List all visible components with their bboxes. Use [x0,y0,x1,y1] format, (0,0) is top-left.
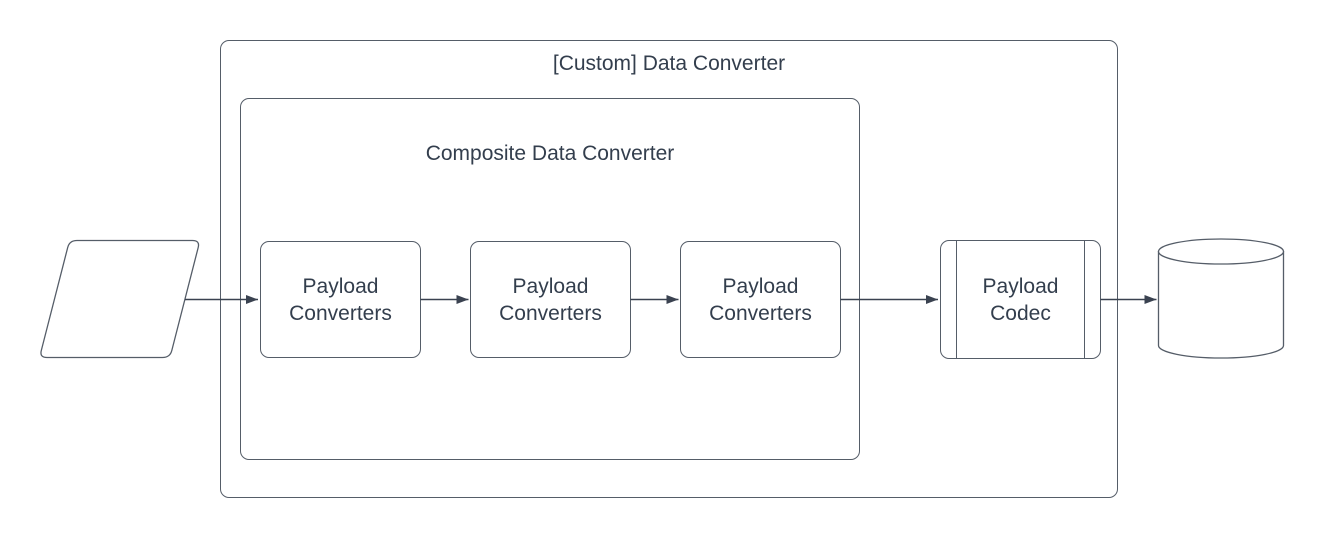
payload-converters-box-1: Payload Converters [260,241,421,358]
composite-data-converter-label: Composite Data Converter [425,142,675,165]
cluster-storage-label: Cluster Storage [1184,279,1258,329]
payload-codec-box: Payload Codec [940,240,1101,359]
payload-converters-label-2: Payload Converters [499,274,602,325]
payload-converters-box-2: Payload Converters [470,241,631,358]
payload-converters-label-1: Payload Converters [289,274,392,325]
payload-converters-box-3: Payload Converters [680,241,841,358]
payload-converters-label-3: Payload Converters [709,274,812,325]
input-label: Input [96,288,144,311]
composite-data-converter-group: Composite Data Converter [240,98,860,460]
payload-codec-label: Payload Codec [982,274,1059,325]
codec-inner-line-left [956,241,957,358]
codec-inner-line-right [1084,241,1085,358]
custom-data-converter-label: [Custom] Data Converter [552,52,786,75]
custom-data-converter-group: [Custom] Data Converter [220,40,1118,498]
